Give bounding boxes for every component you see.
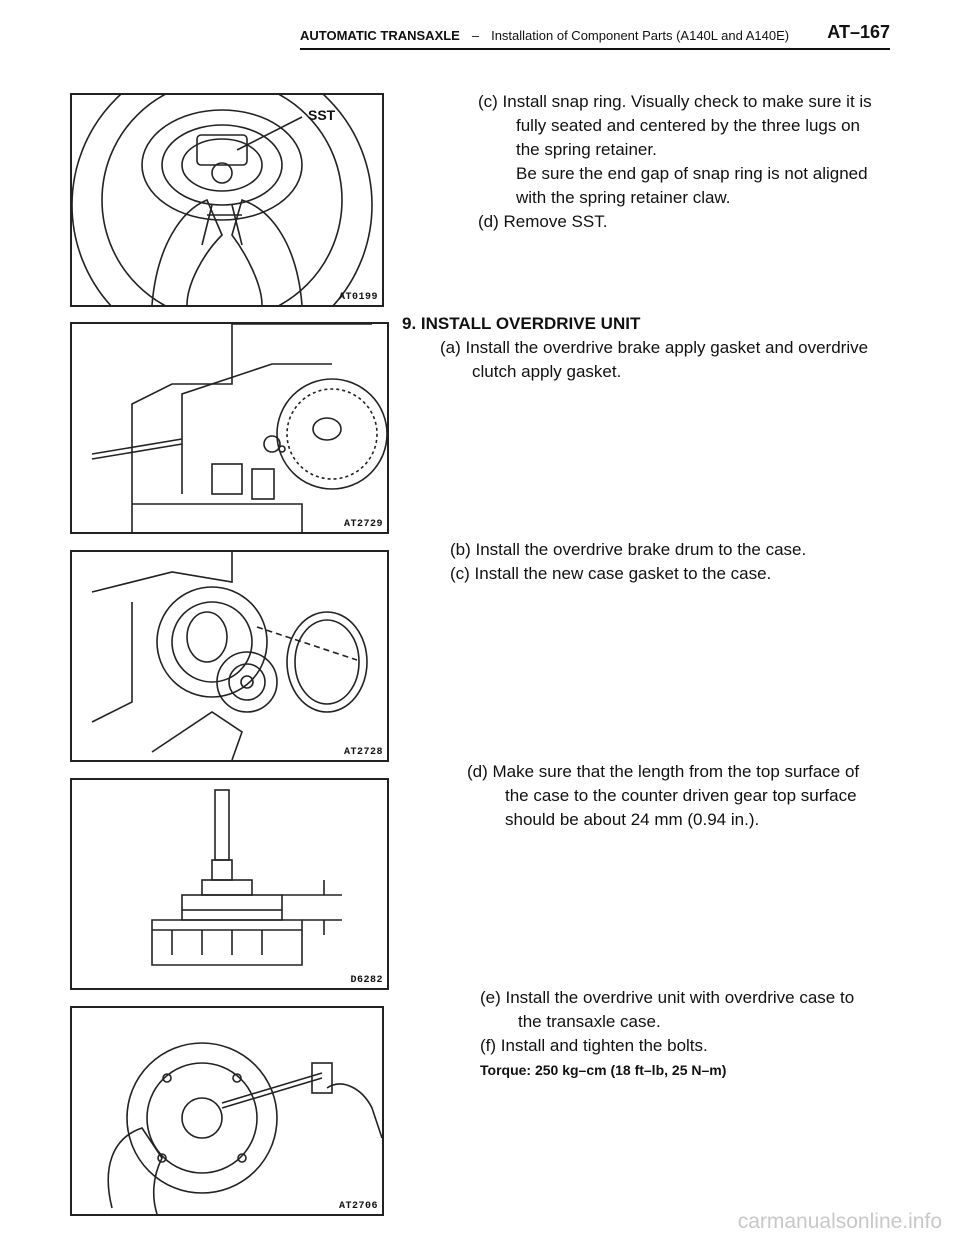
step-note: Be sure the end gap of snap ring is not …	[516, 164, 868, 183]
step-text: (c) Install snap ring. Visually check to…	[478, 92, 872, 111]
header-subtitle: Installation of Component Parts (A140L a…	[491, 28, 790, 43]
figure-label: AT2729	[343, 519, 383, 530]
step-f-bolts: (f) Install and tighten the bolts.	[480, 1036, 708, 1055]
step-e-install-cont: the transaxle case.	[518, 1012, 661, 1031]
figure-snap-ring: SST AT0199	[70, 93, 384, 307]
figure-gaskets: AT2729	[70, 322, 389, 534]
step-b-c-block: (b) Install the overdrive brake drum to …	[450, 538, 890, 586]
step-d-measure: (d) Make sure that the length from the t…	[467, 760, 887, 832]
figure-gear-height: D6282	[70, 778, 389, 990]
step-a-gasket-cont: clutch apply gasket.	[472, 362, 622, 381]
step-d-remove: (d) Remove SST.	[478, 212, 608, 231]
section-9-block: 9. INSTALL OVERDRIVE UNIT (a) Install th…	[402, 312, 892, 384]
figure-tighten-bolts: AT2706	[70, 1006, 384, 1216]
figure-label: D6282	[350, 975, 383, 986]
header-section: AUTOMATIC TRANSAXLE	[300, 28, 460, 43]
step-text: (d) Make sure that the length from the t…	[467, 762, 860, 781]
figure-label: AT0199	[338, 292, 378, 303]
step-c-case-gasket: (c) Install the new case gasket to the c…	[450, 564, 772, 583]
watermark: carmanualsonline.info	[737, 1210, 942, 1233]
step-text: the spring retainer.	[516, 140, 657, 159]
step-c-snap-ring: (c) Install snap ring. Visually check to…	[478, 90, 888, 234]
step-e-install: (e) Install the overdrive unit with over…	[480, 988, 855, 1007]
torque-spec: Torque: 250 kg–cm (18 ft–lb, 25 N–m)	[480, 1062, 727, 1078]
bolt-tighten-illustration	[107, 1042, 382, 1214]
snap-ring-install-illustration	[72, 95, 373, 305]
step-text: fully seated and centered by the three l…	[516, 116, 861, 135]
header-separator: –	[471, 28, 480, 43]
brake-drum-install-illustration	[91, 552, 368, 760]
gasket-install-illustration	[91, 324, 387, 532]
step-text: should be about 24 mm (0.94 in.).	[505, 810, 760, 829]
header-rule	[300, 48, 890, 50]
page-header: AUTOMATIC TRANSAXLE–Installation of Comp…	[300, 22, 890, 48]
step-e-f-block: (e) Install the overdrive unit with over…	[480, 986, 890, 1082]
gear-height-measure-illustration	[151, 789, 342, 966]
step-note: with the spring retainer claw.	[516, 188, 731, 207]
step-a-gasket: (a) Install the overdrive brake apply ga…	[440, 338, 869, 357]
figure-label: AT2706	[338, 1201, 378, 1212]
figure-brake-drum: AT2728	[70, 550, 389, 762]
step-text: the case to the counter driven gear top …	[505, 786, 857, 805]
page-number: AT–167	[827, 22, 890, 42]
figure-label: AT2728	[343, 747, 383, 758]
section-heading: 9. INSTALL OVERDRIVE UNIT	[402, 314, 641, 333]
sst-callout: SST	[308, 107, 336, 123]
step-b-drum: (b) Install the overdrive brake drum to …	[450, 540, 807, 559]
header-title: AUTOMATIC TRANSAXLE–Installation of Comp…	[300, 28, 789, 43]
